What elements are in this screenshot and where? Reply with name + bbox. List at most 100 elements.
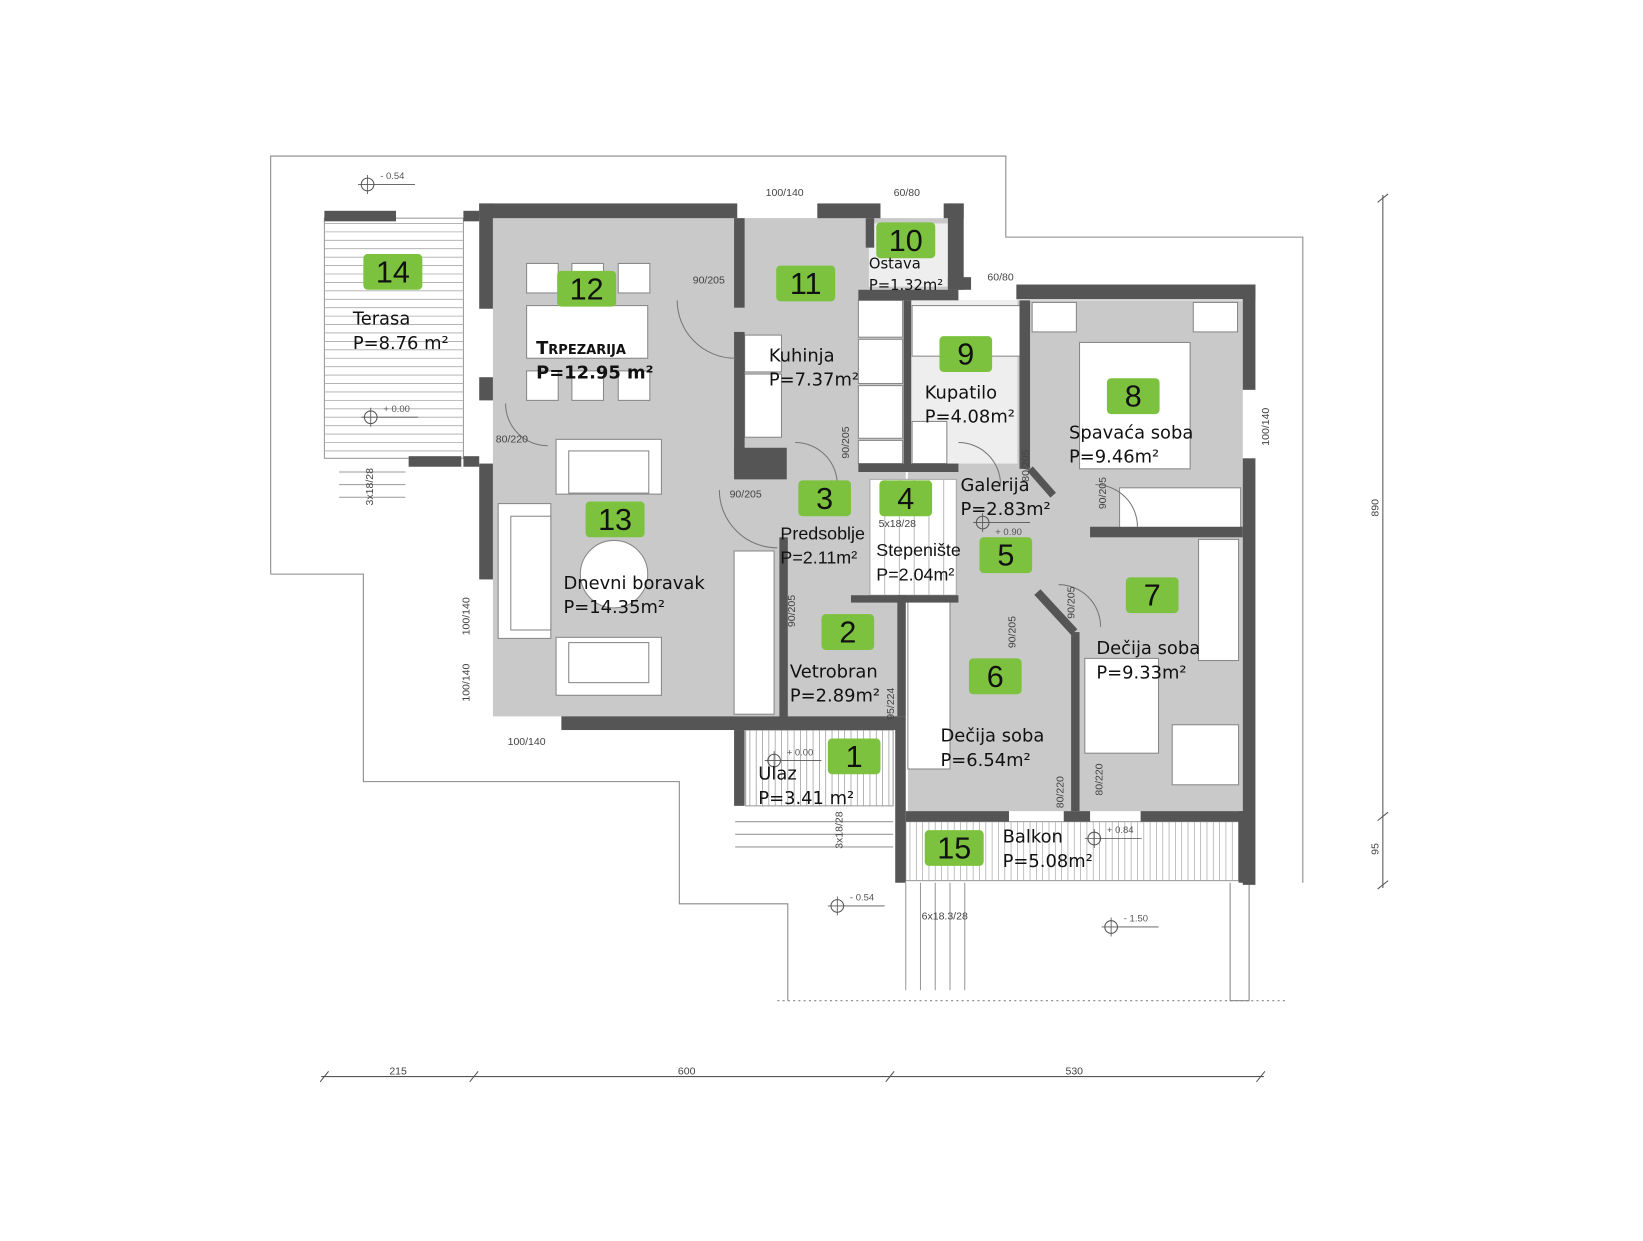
- wall: [1019, 300, 1031, 469]
- opening-label: 60/80: [894, 187, 920, 199]
- room-area: P=8.76 m²: [353, 333, 449, 354]
- dimension-label: 95: [1370, 843, 1382, 855]
- wall: [1242, 458, 1256, 885]
- room-area: P=9.46m²: [1069, 447, 1159, 468]
- round-table: [579, 539, 649, 609]
- site-line: [1229, 882, 1250, 1002]
- room-number: 13: [598, 503, 632, 537]
- room-name: Galerija: [961, 475, 1030, 496]
- wall: [858, 463, 959, 472]
- wall: [463, 210, 480, 222]
- opening-label: 80/220: [1094, 763, 1106, 795]
- room-number: 7: [1144, 579, 1161, 613]
- furniture-piece: [1084, 657, 1160, 754]
- room-number: 3: [816, 482, 833, 516]
- opening-label: 90/205: [1097, 477, 1109, 509]
- wall: [734, 730, 745, 806]
- wall: [479, 463, 493, 580]
- wall: [1016, 284, 1256, 300]
- room-name: Kuhinja: [769, 345, 835, 366]
- room-area: P=2.11m²: [780, 548, 857, 568]
- furniture-piece: [857, 385, 904, 439]
- stair-label: 6x18.3/28: [922, 911, 968, 923]
- room-number-badge: [876, 222, 936, 259]
- wall: [779, 716, 898, 731]
- dimension-tick: [1377, 880, 1389, 890]
- level-label: + 0.84: [1107, 825, 1134, 836]
- wall: [479, 203, 493, 309]
- room-number: 4: [897, 482, 914, 516]
- wall: [905, 811, 1009, 822]
- wall: [1140, 811, 1243, 822]
- dimension-tick: [319, 1070, 330, 1083]
- room-number-badge: [557, 270, 617, 307]
- wall: [903, 300, 912, 469]
- room-area: P=3.41 m²: [758, 788, 854, 809]
- wall: [479, 203, 738, 219]
- room-number-badge: [585, 501, 645, 538]
- room-area: P=12.95 m²: [536, 362, 653, 383]
- room-area: P=9.33m²: [1096, 662, 1186, 683]
- dimension-tick: [885, 1070, 895, 1083]
- room-number-badge: [1106, 378, 1160, 415]
- room-number: 6: [987, 660, 1004, 694]
- furniture-piece: [911, 420, 948, 465]
- room-name: Vetrobran: [790, 661, 878, 682]
- opening-label: 90/205: [730, 488, 762, 500]
- room-name: Dečija soba: [1096, 638, 1200, 659]
- furniture-piece: [617, 370, 651, 401]
- stair-label: 5x18/28: [879, 518, 917, 530]
- dimension-label: 600: [678, 1065, 696, 1077]
- dimension-label: 530: [1065, 1065, 1083, 1077]
- wall: [734, 218, 745, 308]
- dimension-tick: [469, 1070, 479, 1083]
- room-number: 15: [937, 832, 971, 866]
- door-swing: [676, 300, 736, 359]
- room-number-badge: [827, 738, 881, 775]
- furniture-piece: [857, 338, 904, 385]
- room-number: 12: [570, 272, 604, 306]
- wall: [817, 203, 881, 219]
- room-number: 8: [1125, 380, 1142, 414]
- opening-label: 90/205: [840, 426, 852, 458]
- site-boundary: [270, 155, 1304, 1002]
- wall: [734, 447, 787, 480]
- room-number-badge: [879, 480, 933, 517]
- dimension-tick: [1377, 193, 1389, 203]
- opening-label: 100/140: [461, 597, 473, 635]
- wall: [1238, 811, 1250, 883]
- room-name: Trpezarija: [536, 338, 626, 359]
- opening-label: 60/80: [987, 271, 1013, 283]
- room-area: P=6.54m²: [941, 750, 1031, 771]
- wall: [734, 331, 745, 475]
- door-swing: [958, 441, 1002, 485]
- room-area: P=7.37m²: [769, 370, 859, 391]
- door-swing: [795, 441, 838, 485]
- wall: [463, 456, 480, 467]
- level-label: + 0.00: [787, 747, 814, 758]
- wall: [324, 210, 397, 222]
- furniture-piece: [568, 642, 650, 684]
- room-area: P=1.32m²: [869, 277, 943, 294]
- furniture-piece: [571, 370, 605, 401]
- furniture-piece: [510, 515, 552, 631]
- room-number-badge: [363, 253, 423, 290]
- wall-diagonal: [1027, 466, 1056, 498]
- opening-label: 80/220: [496, 434, 528, 446]
- room-name: Dnevni boravak: [563, 573, 705, 594]
- furniture-piece: [857, 439, 904, 465]
- furniture-piece: [1171, 724, 1240, 786]
- opening-label: 90/205: [1006, 616, 1018, 648]
- room-number-badge: [1125, 577, 1179, 614]
- furniture-piece: [907, 599, 951, 770]
